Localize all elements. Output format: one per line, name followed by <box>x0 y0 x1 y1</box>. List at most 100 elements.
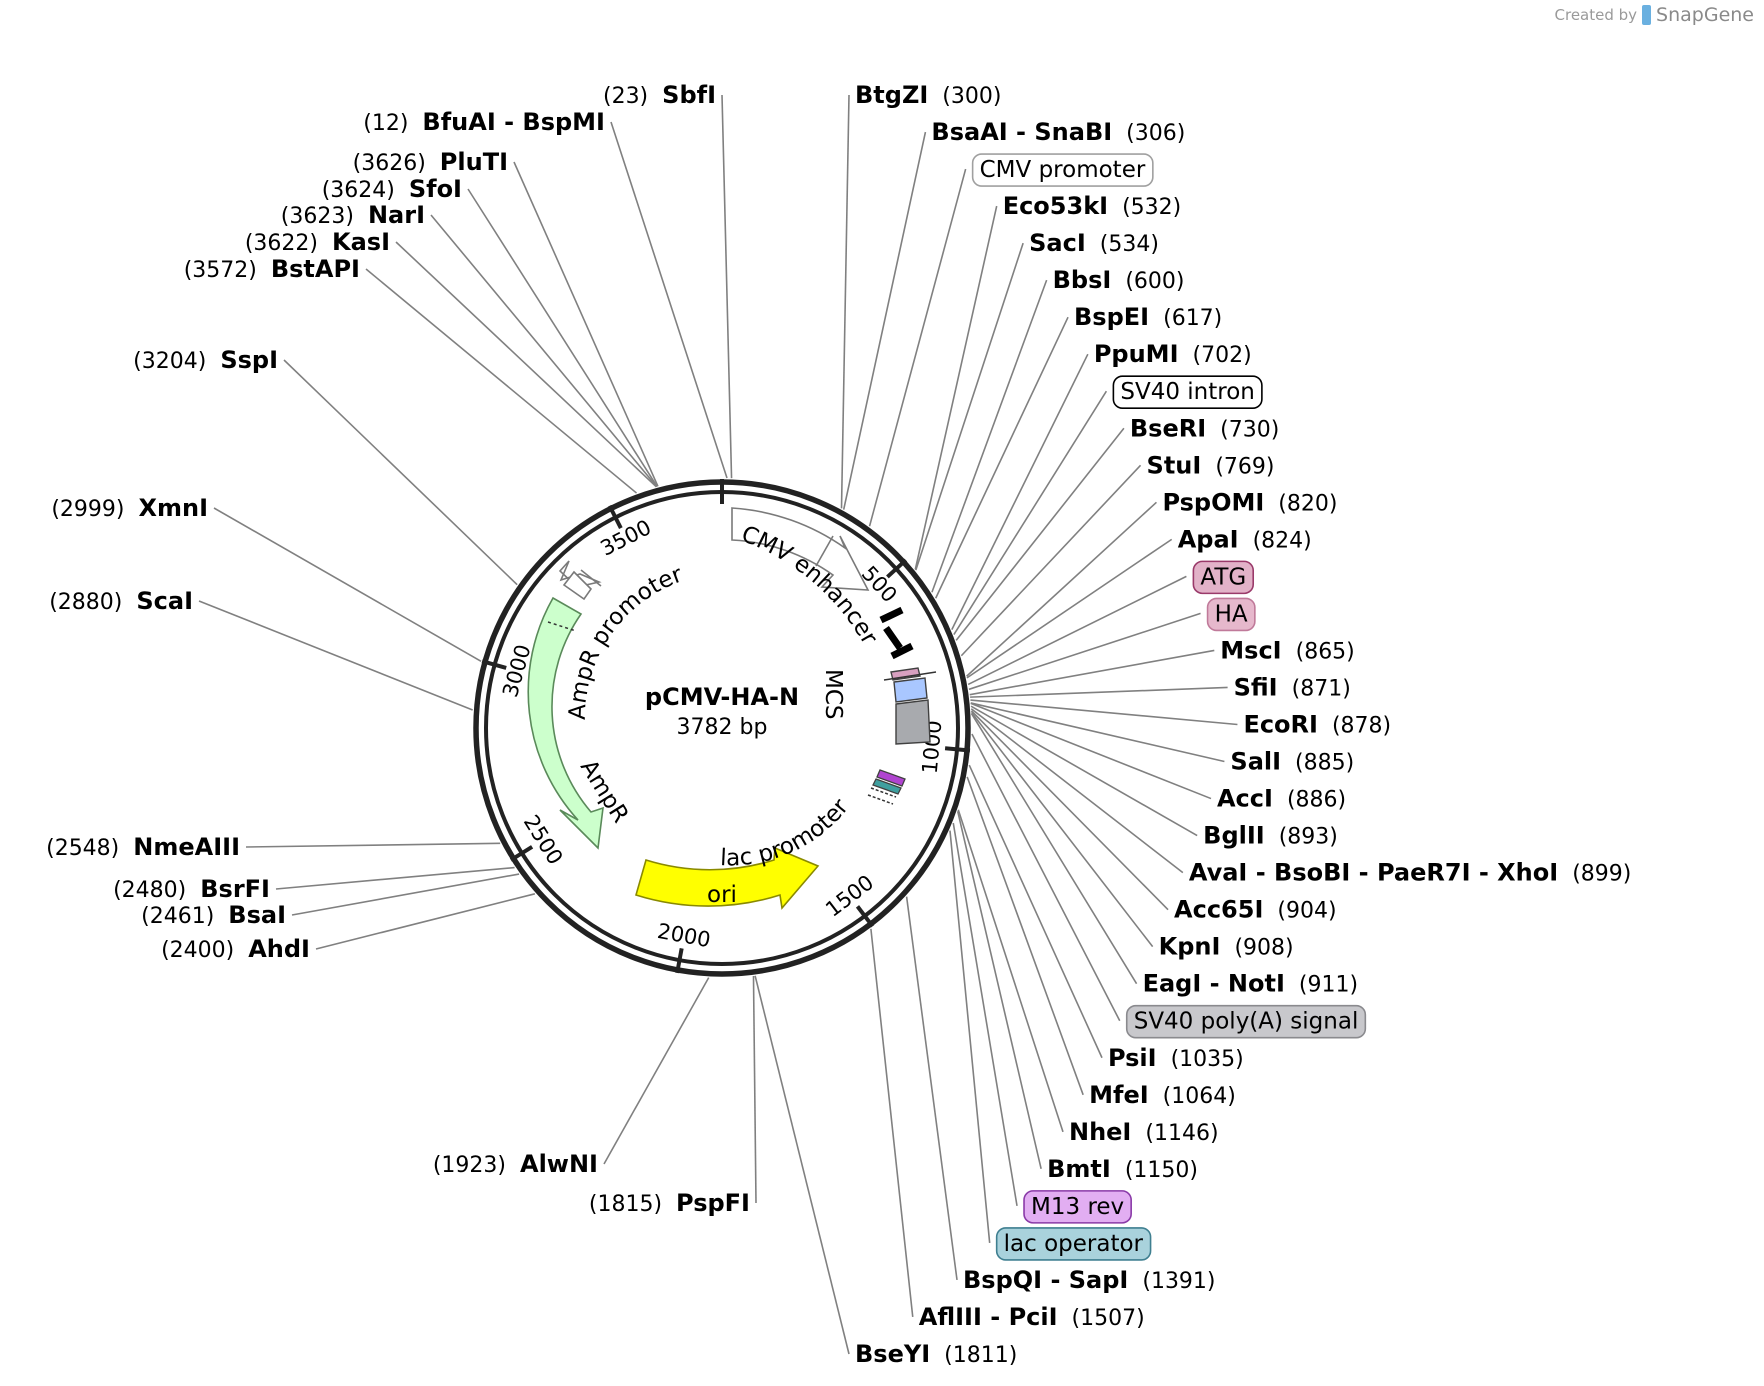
site-label[interactable]: PpuMI(702) <box>1094 340 1252 368</box>
site-label[interactable]: (3626)PluTI <box>353 148 508 176</box>
lac-operator-box[interactable] <box>872 778 902 795</box>
site-leader-line <box>395 241 657 488</box>
sv40-intron-mark[interactable] <box>879 606 914 660</box>
site-label[interactable]: (3572)BstAPI <box>184 255 360 283</box>
site-label[interactable]: BspQI - SapI(1391) <box>963 1266 1216 1294</box>
site-leader-line <box>955 427 1125 641</box>
feature-label[interactable]: lac operator <box>995 1227 1152 1261</box>
site-position: (769) <box>1215 454 1274 479</box>
ampr-boundary-dots <box>547 621 577 632</box>
site-name: SbfI <box>662 81 716 109</box>
site-label[interactable]: (2461)BsaI <box>141 901 286 929</box>
site-position: (871) <box>1292 676 1351 701</box>
site-position: (908) <box>1234 936 1293 961</box>
site-leader-line <box>970 702 1212 800</box>
site-label[interactable]: ApaI(824) <box>1178 525 1312 553</box>
leader-lines <box>198 94 1238 1355</box>
site-label[interactable]: (2999)XmnI <box>51 494 208 522</box>
site-name: BsrFI <box>200 875 270 903</box>
ori-arrow[interactable] <box>635 846 820 910</box>
site-position: (12) <box>363 111 408 136</box>
site-name: NheI <box>1069 1118 1131 1146</box>
site-position: (820) <box>1278 491 1337 516</box>
feature-label[interactable]: ATG <box>1192 560 1255 595</box>
site-label[interactable]: EagI - NotI(911) <box>1143 970 1359 998</box>
branding-prefix: Created by <box>1554 6 1638 24</box>
site-name: KpnI <box>1159 933 1221 961</box>
feature-label[interactable]: SV40 intron <box>1112 375 1263 410</box>
ampr-arrow[interactable] <box>527 596 604 850</box>
site-label[interactable]: PspOMI (820) <box>1162 488 1337 516</box>
m13-rev-box[interactable] <box>876 769 906 787</box>
site-label[interactable]: SacI(534) <box>1029 229 1159 257</box>
site-position: (2999) <box>51 497 124 522</box>
site-leader-line <box>970 702 1225 763</box>
site-label[interactable]: NheI(1146) <box>1069 1118 1219 1146</box>
site-label[interactable]: Eco53kI (532) <box>1003 192 1182 220</box>
feature-layer <box>527 507 937 910</box>
site-label[interactable]: (1815)PspFI <box>589 1189 750 1217</box>
site-leader-line <box>970 711 1154 948</box>
site-position: (865) <box>1296 639 1355 664</box>
site-name: BspQI - SapI <box>963 1266 1128 1294</box>
site-label[interactable]: SalI(885) <box>1230 748 1354 776</box>
site-label[interactable]: (2880)ScaI <box>49 587 193 615</box>
site-name: KasI <box>332 228 390 256</box>
site-leader-line <box>915 242 1024 571</box>
site-label[interactable]: KpnI (908) <box>1159 933 1294 961</box>
cmv-enhancer-arrow[interactable] <box>731 507 870 591</box>
site-label[interactable]: (23) SbfI <box>603 81 716 109</box>
site-name: PspOMI <box>1162 488 1264 516</box>
site-label[interactable]: AflIII - PciI(1507) <box>919 1303 1145 1331</box>
site-position: (23) <box>603 84 648 109</box>
site-name: BbsI <box>1053 266 1112 294</box>
feature-label-text: SV40 intron <box>1120 379 1255 405</box>
site-label[interactable]: (3622)KasI <box>245 228 390 256</box>
ampr-promoter-box[interactable] <box>562 569 602 601</box>
site-label[interactable]: (2400)AhdI <box>161 935 310 963</box>
site-label[interactable]: SfiI (871) <box>1234 673 1351 701</box>
atg-ha-segment[interactable] <box>890 667 921 681</box>
site-name: AccI <box>1217 785 1273 813</box>
site-label[interactable]: BmtI(1150) <box>1047 1155 1198 1183</box>
site-position: (532) <box>1122 195 1181 220</box>
site-name: Eco53kI <box>1003 192 1108 220</box>
feature-leader-line <box>967 575 1187 686</box>
feature-label-text: lac operator <box>1004 1231 1144 1257</box>
site-label[interactable]: (2480)BsrFI <box>113 875 270 903</box>
site-label[interactable]: BglII(893) <box>1203 822 1338 850</box>
site-position: (893) <box>1279 825 1338 850</box>
feature-label[interactable]: HA <box>1206 597 1256 632</box>
site-label[interactable]: BtgZI(300) <box>855 81 1001 109</box>
site-label[interactable]: BseYI(1811) <box>855 1340 1017 1368</box>
site-label[interactable]: AccI(886) <box>1217 785 1346 813</box>
site-label[interactable]: (2548)NmeAIII <box>46 833 240 861</box>
site-label[interactable]: (12)BfuAI - BspMI <box>363 108 605 136</box>
site-name: BseRI <box>1130 414 1206 442</box>
site-label[interactable]: Acc65I(904) <box>1174 896 1337 924</box>
feature-label-box <box>1192 560 1255 595</box>
site-label[interactable]: BsaAI - SnaBI(306) <box>931 118 1185 146</box>
site-position: (534) <box>1100 232 1159 257</box>
sv40-polya-box[interactable] <box>895 699 931 745</box>
feature-label[interactable]: CMV promoter <box>971 153 1154 187</box>
site-label[interactable]: BspEI(617) <box>1074 303 1222 331</box>
mcs-box[interactable] <box>893 677 928 703</box>
site-label[interactable]: BseRI(730) <box>1130 414 1279 442</box>
site-label[interactable]: (3623)NarI <box>281 201 425 229</box>
site-label[interactable]: MfeI(1064) <box>1089 1081 1236 1109</box>
site-label[interactable]: (3204)SspI <box>133 346 278 374</box>
site-name: SfiI <box>1234 673 1278 701</box>
site-label[interactable]: MscI(865) <box>1220 636 1355 664</box>
site-label[interactable]: (3624)SfoI <box>322 175 462 203</box>
feature-label[interactable]: M13 rev <box>1023 1190 1132 1224</box>
site-label[interactable]: StuI(769) <box>1147 451 1275 479</box>
plasmid-size: 3782 bp <box>677 715 768 740</box>
site-label[interactable]: PsiI(1035) <box>1108 1044 1244 1072</box>
site-label[interactable]: EcoRI(878) <box>1243 711 1391 739</box>
feature-label[interactable]: SV40 poly(A) signal <box>1125 1004 1367 1039</box>
site-label[interactable]: AvaI - BsoBI - PaeR7I - XhoI(899) <box>1189 859 1632 887</box>
site-label[interactable]: BbsI(600) <box>1053 266 1185 294</box>
feature-leader-line <box>949 830 991 1243</box>
site-label[interactable]: (1923)AlwNI <box>433 1150 598 1178</box>
